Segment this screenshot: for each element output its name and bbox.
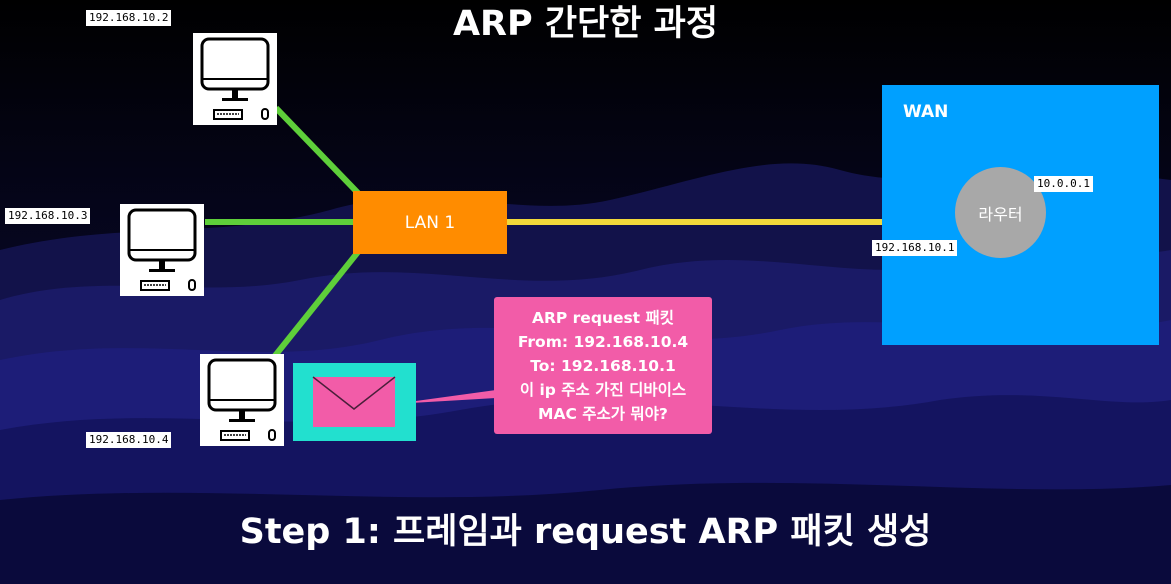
router-lan-ip-label: 192.168.10.1 bbox=[872, 240, 958, 256]
diagram-title: ARP 간단한 과정 bbox=[452, 4, 719, 44]
host-2-computer-icon bbox=[120, 204, 204, 296]
step-caption: Step 1: 프레임과 request ARP 패킷 생성 bbox=[239, 512, 932, 552]
bubble-line-1: ARP request 패킷 bbox=[531, 308, 675, 327]
lan-node: LAN 1 bbox=[353, 191, 507, 254]
router-wan-ip-label: 10.0.0.1 bbox=[1034, 176, 1093, 192]
router-label: 라우터 bbox=[978, 204, 1023, 224]
bubble-line-4: 이 ip 주소 가진 디바이스 bbox=[519, 380, 687, 399]
bubble-line-3: To: 192.168.10.1 bbox=[530, 356, 676, 375]
arp-request-bubble: ARP request 패킷 From: 192.168.10.4 To: 19… bbox=[494, 297, 712, 434]
host-2-ip-label: 192.168.10.3 bbox=[5, 208, 91, 224]
router-node: 라우터 bbox=[955, 167, 1046, 258]
wan-label: WAN bbox=[903, 102, 949, 122]
lan-label: LAN 1 bbox=[404, 212, 456, 233]
envelope-icon bbox=[293, 363, 416, 441]
bubble-line-5: MAC 주소가 뭐야? bbox=[538, 404, 668, 423]
host-3-computer-icon bbox=[200, 354, 284, 446]
host-1-ip-label: 192.168.10.2 bbox=[86, 10, 172, 26]
host-1-computer-icon bbox=[193, 33, 277, 125]
bubble-line-2: From: 192.168.10.4 bbox=[517, 332, 689, 351]
host-3-ip-label: 192.168.10.4 bbox=[86, 432, 172, 448]
